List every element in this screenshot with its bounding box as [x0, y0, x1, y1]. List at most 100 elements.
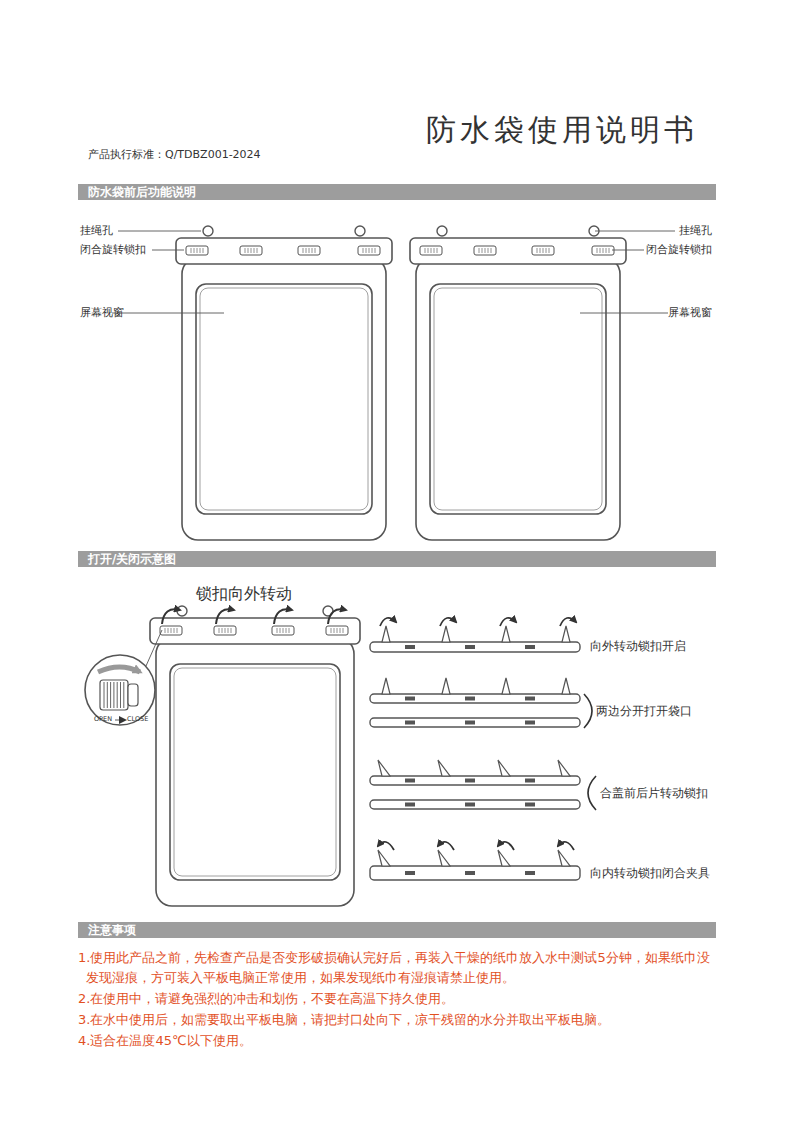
seal-rail	[370, 694, 580, 703]
lock-grip	[337, 628, 338, 633]
turn-arrow	[380, 618, 396, 626]
knob-ridge	[113, 682, 114, 708]
lock-grip	[425, 248, 426, 253]
seal-rail	[370, 800, 580, 809]
lock-grip	[228, 628, 229, 633]
rail-lock	[465, 697, 475, 701]
rail-lock	[525, 645, 535, 649]
lock-flap	[502, 678, 510, 694]
part-name: 屏幕视窗	[668, 306, 712, 319]
lock-buckle	[160, 626, 182, 635]
page-title: 防水袋使用说明书	[426, 112, 698, 148]
section-heading: 防水袋前后功能说明	[78, 184, 716, 200]
rail-lock	[405, 803, 415, 807]
lock-grip	[225, 628, 226, 633]
lock-grip	[434, 248, 435, 253]
hanging-hole	[203, 226, 213, 236]
hanging-hole	[355, 226, 365, 236]
lock-grip	[248, 248, 249, 253]
turn-arrow	[438, 842, 454, 850]
part-name: 闭合旋转锁扣	[646, 243, 712, 256]
knob-ridge	[123, 682, 124, 708]
screen-window-inner	[200, 288, 368, 510]
lock-grip	[254, 248, 255, 253]
screen-window	[196, 284, 372, 514]
turn-arrow	[216, 609, 234, 624]
rail-lock	[465, 871, 475, 875]
knob-ridge	[104, 682, 105, 708]
lock-flap	[438, 760, 450, 776]
seal-strip	[176, 238, 392, 264]
rail-lock	[405, 645, 415, 649]
lock-grip	[537, 248, 538, 253]
knob-ridge	[107, 682, 108, 708]
lock-grip	[375, 248, 376, 253]
lock-buckle	[326, 626, 348, 635]
seal-rail	[370, 776, 580, 785]
lock-grip	[165, 628, 166, 633]
lock-flap	[558, 850, 570, 866]
lock-grip	[549, 248, 550, 253]
step-label: 锁扣向外转动	[196, 584, 292, 603]
step-label: 向外转动锁扣开启	[590, 639, 686, 653]
turn-arrow	[440, 618, 456, 626]
lock-grip	[482, 248, 483, 253]
leader-line	[580, 313, 668, 314]
lock-grip	[277, 628, 278, 633]
seal-rail	[370, 718, 580, 727]
seal-strip	[410, 238, 626, 264]
lock-grip	[334, 628, 335, 633]
seal-rail	[370, 642, 580, 652]
lock-grip	[289, 628, 290, 633]
lock-grip	[428, 248, 429, 253]
lock-grip	[306, 248, 307, 253]
part-name: 挂绳孔	[679, 224, 712, 237]
bag-body	[156, 638, 354, 906]
rail-lock	[405, 721, 415, 725]
rotate-arrow	[98, 667, 140, 672]
lock-flap	[382, 626, 390, 642]
lock-grip	[280, 628, 281, 633]
turn-arrow	[328, 609, 346, 624]
step-label: 向内转动锁扣闭合夹具	[590, 866, 710, 880]
section-heading: 打开/关闭示意图	[78, 551, 716, 567]
part-name: 闭合旋转锁扣	[80, 243, 146, 256]
turn-arrow	[498, 842, 514, 850]
lock-grip	[168, 628, 169, 633]
lock-grip	[609, 248, 610, 253]
lock-flap	[378, 760, 390, 776]
lock-grip	[177, 628, 178, 633]
turn-arrow	[558, 842, 574, 850]
section-heading: 注意事项	[78, 922, 716, 938]
lock-grip	[194, 248, 195, 253]
step-label: 合盖前后片转动锁扣	[600, 786, 708, 800]
knob-cylinder	[100, 680, 128, 710]
hanging-hole	[437, 226, 447, 236]
leader-line	[595, 231, 675, 232]
lock-buckle	[240, 246, 262, 255]
rail-lock	[465, 803, 475, 807]
lock-buckle	[592, 246, 614, 255]
lock-grip	[437, 248, 438, 253]
lock-grip	[543, 248, 544, 253]
lock-buckle	[214, 626, 236, 635]
magnifier	[85, 655, 155, 725]
lock-grip	[251, 248, 252, 253]
rail-lock	[465, 721, 475, 725]
lock-buckle	[186, 246, 208, 255]
lock-grip	[369, 248, 370, 253]
knob-cap	[128, 684, 138, 706]
rail-lock	[405, 779, 415, 783]
lock-flap	[498, 850, 510, 866]
leader-line	[112, 313, 224, 314]
switch-label: OPEN	[94, 716, 112, 724]
turn-arrow	[274, 609, 292, 624]
bag-body	[182, 258, 386, 540]
rail-lock	[525, 697, 535, 701]
leader-line	[612, 250, 644, 251]
lock-grip	[200, 248, 201, 253]
lock-grip	[491, 248, 492, 253]
bracket	[588, 776, 596, 810]
magnifier-line	[146, 630, 162, 666]
part-name: 挂绳孔	[80, 224, 113, 237]
